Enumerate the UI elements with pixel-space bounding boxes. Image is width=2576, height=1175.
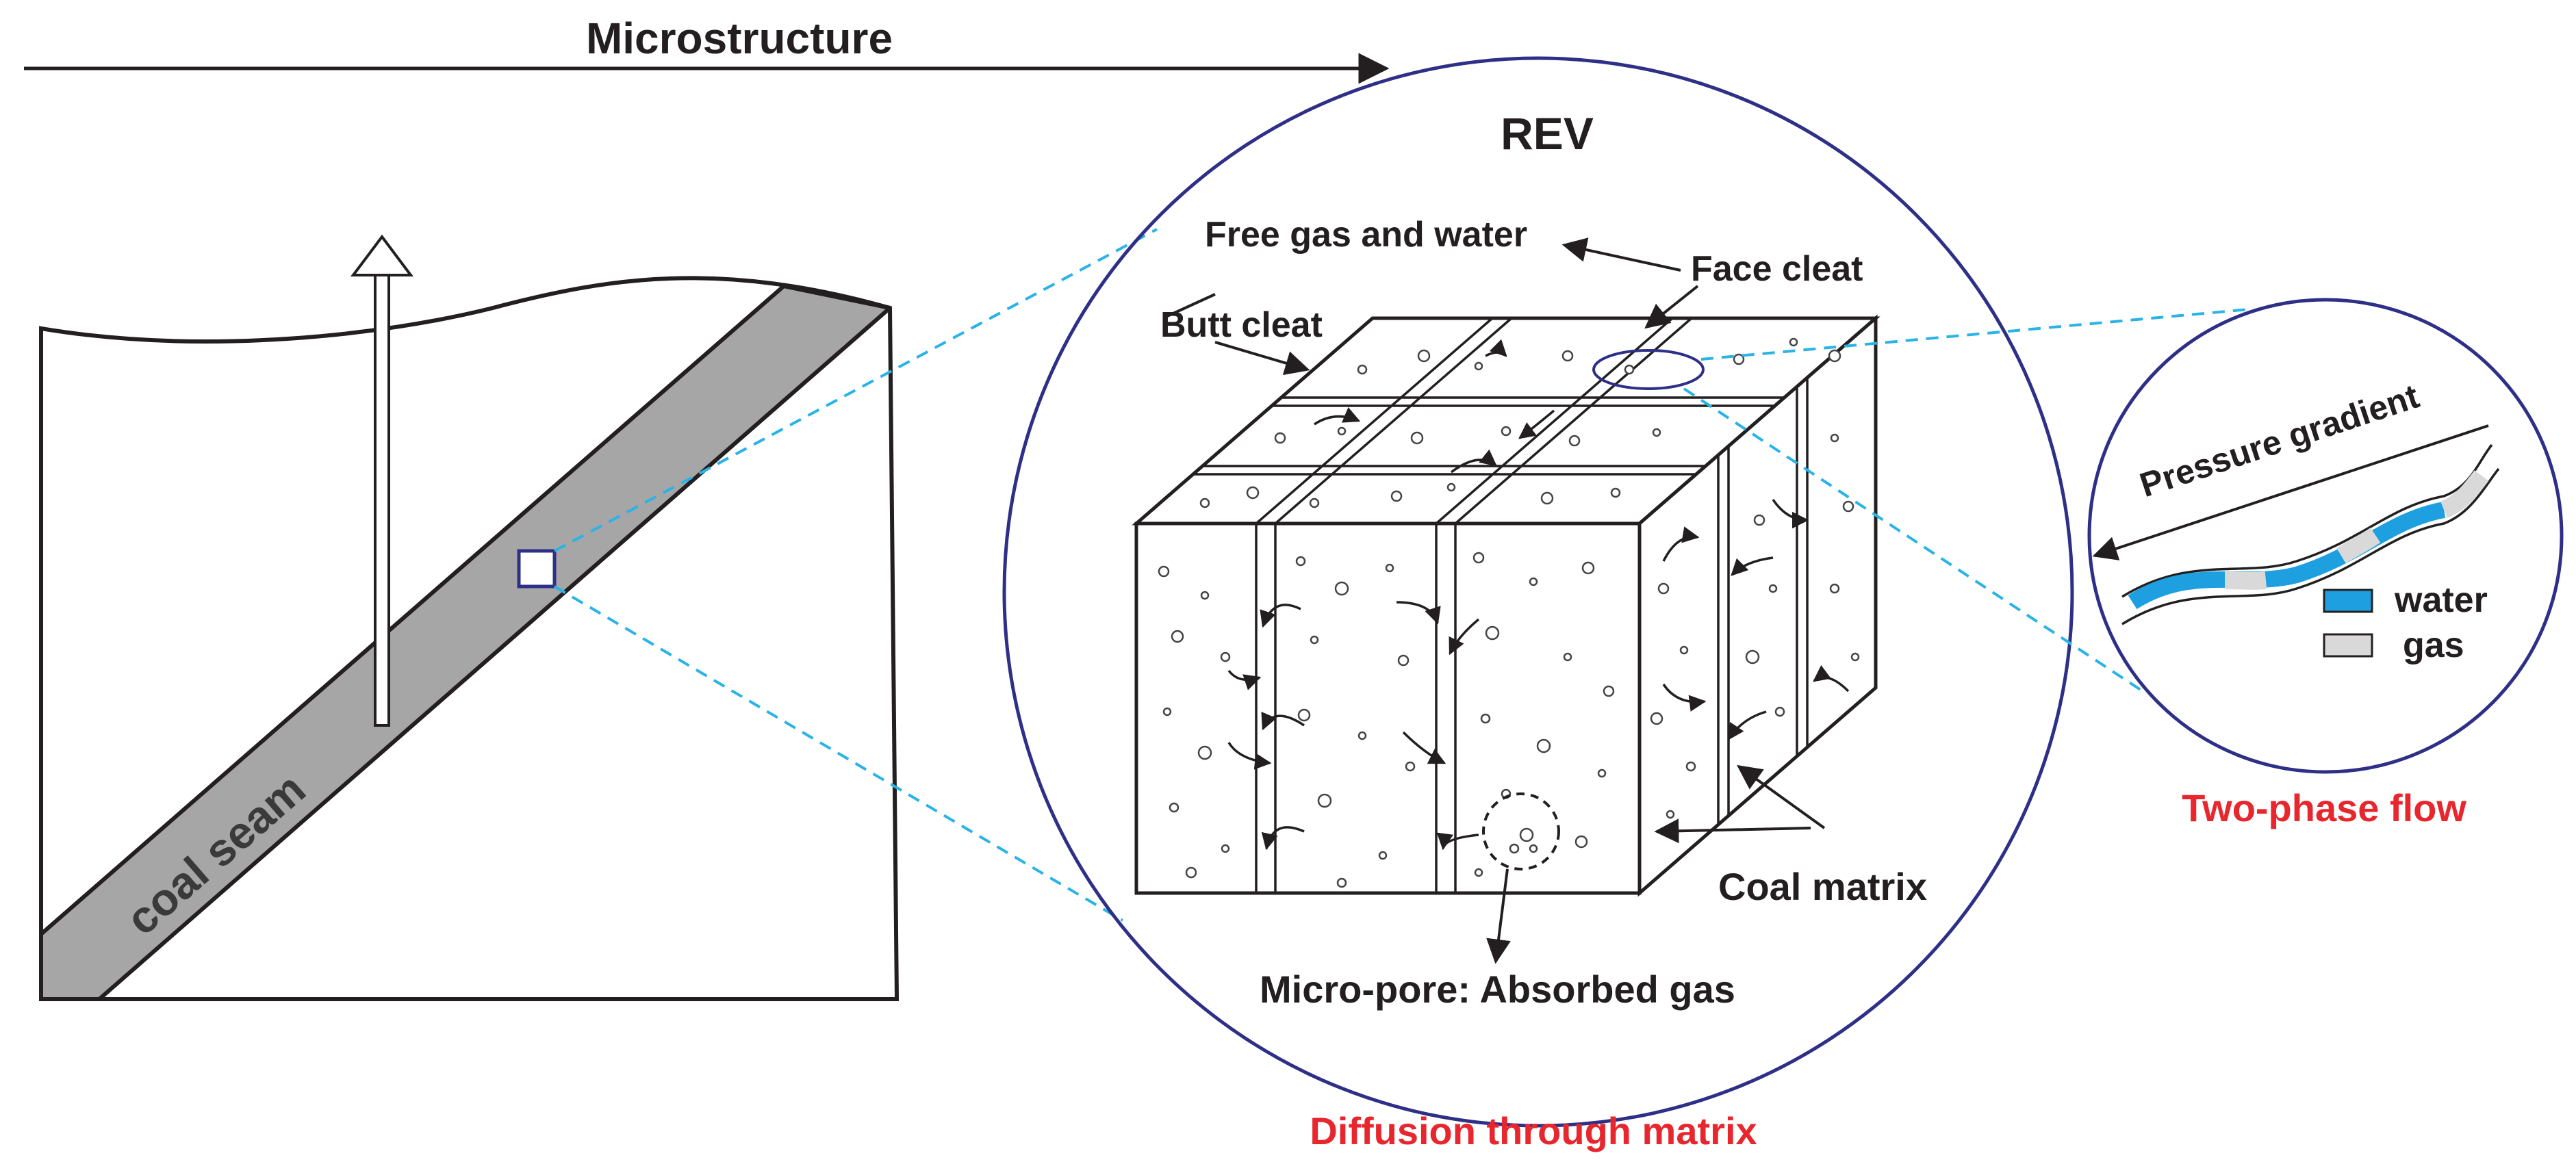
cleat-lines bbox=[1193, 317, 1809, 893]
butt-cleat-label: Butt cleat bbox=[1160, 305, 1323, 345]
legend-water-label: water bbox=[2394, 580, 2488, 620]
header-title: Microstructure bbox=[586, 14, 893, 63]
rev-leader-lines bbox=[553, 228, 1158, 922]
two-phase-caption: Two-phase flow bbox=[2182, 786, 2466, 829]
legend-water-swatch bbox=[2323, 589, 2373, 613]
cube-front-face bbox=[1134, 521, 1642, 895]
rev-sample-square bbox=[517, 549, 557, 589]
geologic-block: coal seam bbox=[39, 234, 900, 1001]
capillary-gas-segment-1 bbox=[2224, 571, 2267, 590]
pressure-arrow bbox=[2092, 424, 2489, 560]
capillary-gas-segment-2 bbox=[2336, 528, 2381, 564]
rev-panel: REV bbox=[1002, 56, 2074, 1152]
flow-arrow-icon bbox=[1227, 339, 1850, 851]
flow-legend: water gas bbox=[2323, 580, 2488, 665]
two-phase-circle bbox=[2087, 298, 2564, 774]
rev-circle bbox=[1002, 56, 2074, 1128]
free-gas-water-label: Free gas and water bbox=[1205, 215, 1527, 255]
pressure-gradient-label: Pressure gradient bbox=[2135, 376, 2424, 504]
face-cleat-label: Face cleat bbox=[1691, 249, 1863, 289]
two-phase-panel: Pressure gradient water gas Two-phase fl… bbox=[2087, 298, 2564, 829]
legend-gas-label: gas bbox=[2403, 625, 2464, 665]
cleat-zoom-ellipse bbox=[1592, 349, 1705, 390]
capillary-gas-segment-3 bbox=[2440, 470, 2489, 519]
rev-title: REV bbox=[1501, 108, 1594, 159]
legend-gas-swatch bbox=[2323, 633, 2373, 658]
flow-leader-lines bbox=[1683, 308, 2249, 693]
annotation-arrows bbox=[1166, 237, 1826, 964]
microstructure-header: Microstructure bbox=[24, 14, 1390, 84]
micro-pore-label: Micro-pore: Absorbed gas bbox=[1260, 968, 1735, 1011]
capillary-outer-bottom bbox=[2121, 467, 2500, 625]
pore-bubble-icon bbox=[1482, 792, 1560, 870]
capillary-water-segment bbox=[2128, 502, 2446, 610]
coal-matrix-label: Coal matrix bbox=[1718, 865, 1927, 908]
rev-caption: Diffusion through matrix bbox=[1310, 1109, 1757, 1152]
coal-seam-band bbox=[39, 284, 892, 1001]
matrix-pores bbox=[1158, 337, 1860, 888]
up-arrow-icon bbox=[350, 234, 413, 727]
